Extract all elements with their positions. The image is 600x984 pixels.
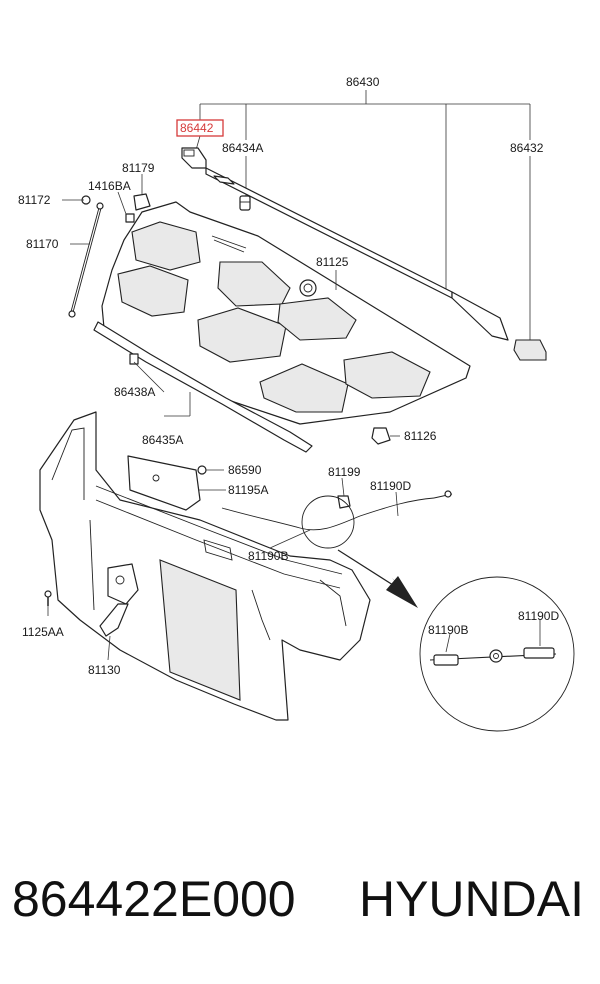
hood-panel-81125 xyxy=(101,201,471,425)
label-81170: 81170 xyxy=(26,237,59,251)
label-81126: 81126 xyxy=(404,429,437,443)
bolt-1125AA xyxy=(44,590,52,606)
insulator-86435A xyxy=(93,321,313,453)
label-1416BA: 1416BA xyxy=(88,179,131,193)
callout-labels: 86430 86442 86434A 86432 81179 1416BA 81… xyxy=(18,75,559,677)
hood-latch-81130 xyxy=(99,563,139,637)
label-81195A: 81195A xyxy=(228,483,268,497)
label-1125AA: 1125AA xyxy=(22,625,64,639)
label-86430: 86430 xyxy=(346,75,380,89)
label-81172: 81172 xyxy=(18,193,51,207)
bolt-86590 xyxy=(197,465,207,475)
label-86442: 86442 xyxy=(180,121,214,135)
stay-holder-81179 xyxy=(125,193,151,223)
leader-lines xyxy=(47,174,400,661)
front-end-module xyxy=(39,411,371,721)
label-81190B-detail: 81190B xyxy=(428,623,468,637)
label-81199: 81199 xyxy=(328,465,361,479)
label-86434A: 86434A xyxy=(222,141,263,155)
label-86432: 86432 xyxy=(510,141,544,155)
group-bracket-86430 xyxy=(195,90,531,340)
label-86590: 86590 xyxy=(228,463,262,477)
highlight-box-86442 xyxy=(176,119,224,137)
footer-caption: 864422E000 HYUNDAI xyxy=(0,870,600,950)
hood-stay-81170 xyxy=(68,195,104,318)
clip-81126 xyxy=(371,427,391,445)
label-81190D: 81190D xyxy=(370,479,411,493)
label-81190B: 81190B xyxy=(248,549,288,563)
fastener-86438A xyxy=(129,353,139,365)
label-81190D-detail: 81190D xyxy=(518,609,559,623)
weatherstrip-86434A xyxy=(205,167,509,341)
clip-86442 xyxy=(181,147,207,169)
label-81125: 81125 xyxy=(316,255,349,269)
clip-hood-bumper xyxy=(239,195,251,211)
label-81130: 81130 xyxy=(88,663,121,677)
detail-callout xyxy=(301,495,575,732)
seal-86432 xyxy=(513,339,547,361)
label-81179: 81179 xyxy=(122,161,155,175)
label-86438A: 86438A xyxy=(114,385,155,399)
part-number: 864422E000 xyxy=(12,871,296,927)
label-86435A: 86435A xyxy=(142,433,183,447)
brand-name: HYUNDAI xyxy=(358,871,584,927)
